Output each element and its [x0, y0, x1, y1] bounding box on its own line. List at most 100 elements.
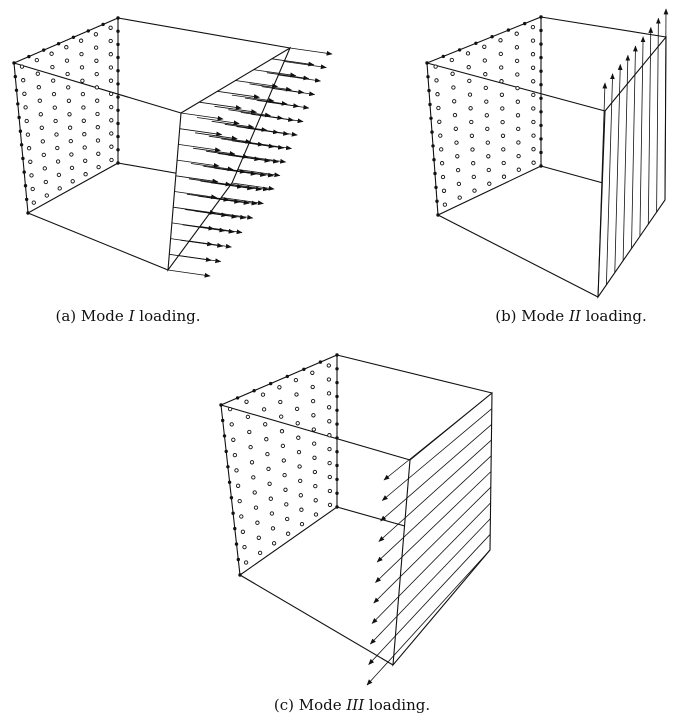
edge-node: [116, 95, 120, 99]
cube-b: [426, 16, 667, 299]
caption-c-prefix: (c) Mode: [274, 696, 347, 714]
hollow-node: [82, 145, 87, 150]
load-arrow: [255, 128, 298, 137]
edge-node: [506, 28, 511, 32]
load-arrow: [179, 128, 223, 137]
hollow-node: [501, 174, 507, 179]
edge-node: [222, 434, 227, 438]
edge-node: [25, 197, 29, 202]
hollow-node: [109, 144, 114, 149]
hollow-node: [500, 133, 506, 138]
load-arrow: [647, 26, 654, 225]
edge-node: [474, 41, 478, 45]
hollow-node: [296, 449, 302, 455]
edge-node: [426, 75, 430, 79]
hollow-node: [530, 52, 536, 57]
edge-node: [116, 148, 120, 152]
hollow-node: [282, 472, 287, 478]
edge-node: [23, 184, 28, 188]
load-arrow: [381, 408, 493, 501]
hollow-node: [95, 111, 100, 117]
load-arrow: [622, 54, 631, 261]
edge-node: [427, 88, 431, 93]
hollow-node: [285, 516, 290, 522]
edge-node: [434, 185, 438, 190]
hollow-node: [516, 153, 521, 159]
hollow-node: [293, 377, 299, 383]
hollow-node: [95, 125, 100, 130]
hollow-node: [313, 498, 318, 503]
hollow-node: [69, 165, 75, 171]
hollow-node: [51, 91, 57, 97]
hollow-node: [49, 51, 54, 56]
edge-node: [17, 115, 21, 120]
hollow-node: [34, 57, 39, 63]
hollow-node: [531, 147, 536, 152]
hollow-node: [260, 392, 266, 397]
edge-node: [490, 35, 494, 39]
edge-node: [116, 121, 120, 126]
hollow-node: [516, 167, 521, 172]
hollow-node: [326, 377, 332, 382]
hollow-node: [485, 140, 490, 145]
load-arrow: [260, 115, 304, 124]
load-arrow: [249, 83, 292, 92]
hollow-node: [499, 79, 504, 84]
hollow-node: [257, 550, 263, 556]
caption-a-mode: I: [128, 307, 136, 325]
hollow-node: [487, 181, 492, 186]
edge-node: [539, 42, 543, 46]
edge-node: [539, 69, 543, 73]
edge-node: [236, 557, 240, 562]
hollow-node: [457, 195, 462, 200]
hollow-node: [501, 160, 506, 166]
hollow-node: [312, 455, 317, 460]
hollow-node: [234, 468, 239, 473]
hollow-node: [39, 125, 44, 130]
hollow-node: [299, 521, 305, 527]
load-arrow: [284, 61, 327, 70]
load-arrow: [376, 455, 492, 563]
hollow-node: [56, 172, 62, 178]
load-arrow: [180, 239, 224, 248]
hollow-node: [530, 65, 536, 70]
edge-node: [302, 367, 306, 371]
load-arrow: [231, 169, 274, 178]
edge-node: [539, 164, 543, 168]
hollow-node: [109, 118, 114, 123]
hollow-node: [68, 138, 73, 144]
hollow-node: [277, 385, 282, 390]
hollow-node: [310, 384, 315, 390]
edge-node: [435, 199, 439, 203]
hollow-node: [294, 406, 300, 412]
hollow-node: [30, 186, 35, 192]
hollow-node: [253, 505, 259, 510]
hollow-node: [38, 112, 43, 117]
edge-node: [335, 491, 339, 495]
edge-node: [428, 102, 432, 107]
hollow-node: [53, 118, 58, 124]
hollow-node: [516, 126, 521, 132]
edge-node: [436, 213, 440, 217]
load-arrow: [614, 63, 623, 273]
hollow-node: [439, 147, 444, 152]
hollow-node: [265, 451, 270, 457]
load-arrow: [375, 471, 492, 583]
hollow-node: [108, 38, 113, 44]
hollow-node: [93, 32, 99, 37]
edge-node: [22, 170, 26, 174]
hollow-node: [327, 433, 332, 438]
hollow-node: [64, 45, 69, 50]
hollow-node: [270, 526, 276, 531]
hollow-node: [486, 154, 491, 159]
caption-c-suffix: loading.: [364, 696, 430, 714]
hollow-node: [531, 79, 536, 84]
load-arrow: [214, 105, 258, 114]
hollow-node: [28, 159, 33, 164]
edge-node: [26, 211, 30, 215]
load-arrow: [249, 142, 292, 151]
load-arrow: [167, 269, 211, 278]
edge-node: [18, 129, 23, 133]
hollow-node: [530, 38, 536, 43]
panel-b: (b) Mode II loading.: [425, 8, 669, 325]
